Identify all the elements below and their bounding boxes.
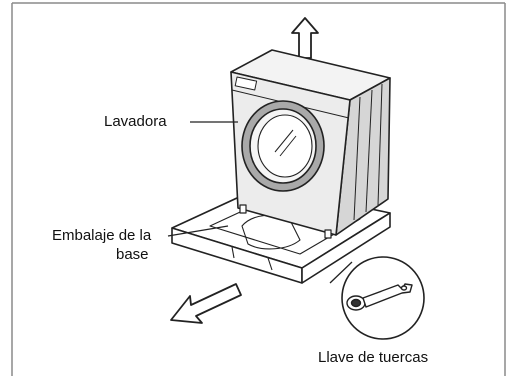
base-leader-line [167, 225, 229, 237]
base-packaging-label-line1: Embalaje de la [52, 227, 152, 244]
wrench-icon [346, 283, 413, 311]
down-left-arrow-icon [170, 283, 242, 324]
up-arrow-icon [291, 17, 319, 59]
wrench-label: Llave de tuercas [318, 349, 429, 366]
frame-border [11, 2, 506, 376]
washing-machine [230, 49, 391, 239]
base-packaging-label-line2: base [116, 246, 149, 263]
washer-label: Lavadora [104, 113, 167, 130]
